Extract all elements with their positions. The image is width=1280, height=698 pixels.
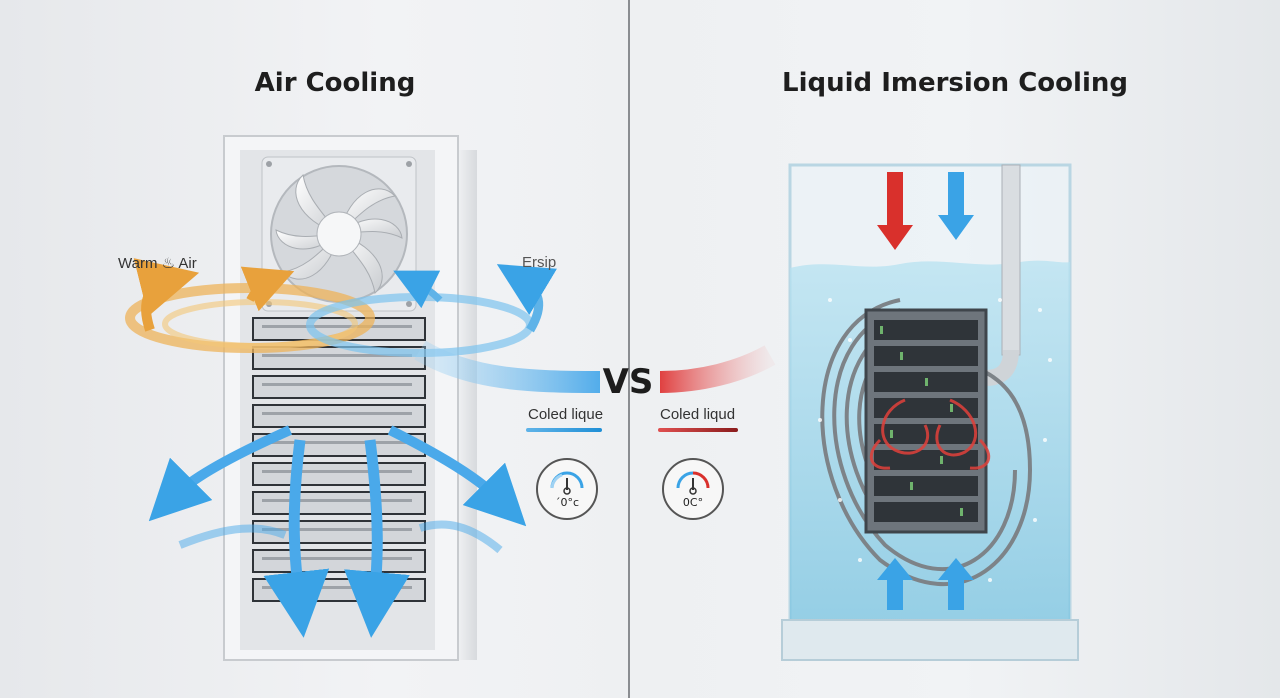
cooled-liquid-right-label: Coled liqud <box>660 406 736 423</box>
thermometer-gauge-icon: 0C° <box>662 458 724 520</box>
cool-air-flow <box>148 425 527 638</box>
vs-label: VS <box>602 362 654 402</box>
server-tower <box>223 135 477 661</box>
fan-icon <box>266 161 412 307</box>
hot-underline-right <box>658 428 738 432</box>
warm-air-flow <box>125 258 375 353</box>
air-cooling-title: Air Cooling <box>254 68 416 98</box>
gauge-right-value: 0C° <box>682 496 704 509</box>
center-divider <box>628 0 630 698</box>
gauge-left-value: ´0°c <box>554 496 580 509</box>
liquid-immersion-title: Liquid Imersion Cooling <box>782 68 1128 98</box>
exhaust-air-flow <box>306 264 601 393</box>
cool-underline-left <box>526 428 602 432</box>
hot-liquid-flow <box>659 345 776 393</box>
immersion-tank <box>659 163 1079 661</box>
warm-air-label: Warm ♨ Air <box>118 255 197 272</box>
tank-flow-arrows <box>877 172 974 610</box>
tank-base <box>781 619 1079 661</box>
heat-swirl <box>869 398 991 470</box>
coolant-pipe <box>1001 164 1021 356</box>
ersip-label: Ersip <box>522 254 557 271</box>
cooled-liquid-left-label: Coled lique <box>528 406 604 423</box>
thermometer-gauge-icon: ´0°c <box>536 458 598 520</box>
